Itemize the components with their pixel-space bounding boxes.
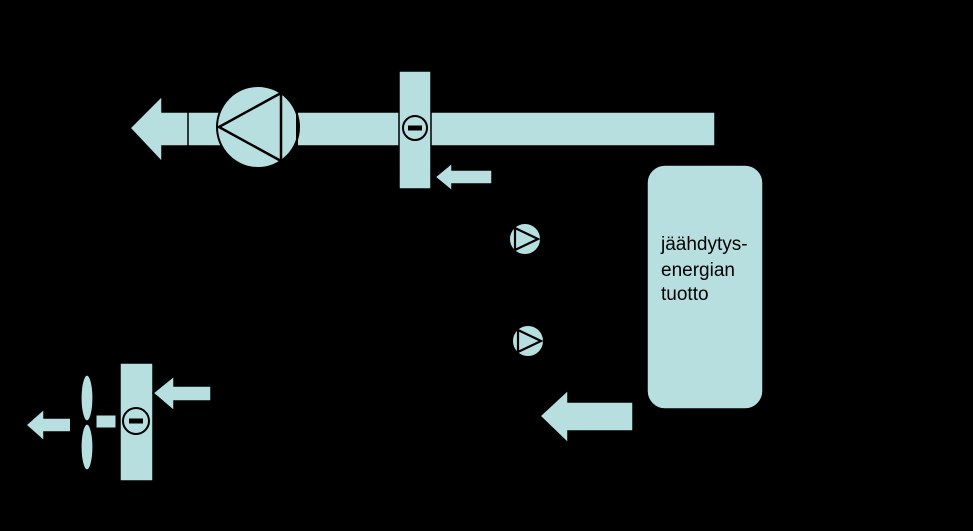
pump-lower-icon bbox=[511, 324, 545, 358]
fan-hub-connector bbox=[95, 414, 117, 429]
exhaust-inflow-arrow-icon bbox=[151, 374, 212, 413]
cooling-unit-label-line-1: jäähdytys- bbox=[660, 234, 748, 255]
cooling-unit-label: jäähdytys- energian tuotto bbox=[660, 234, 753, 305]
cooling-coil-icon bbox=[398, 70, 432, 190]
cooling-unit-box bbox=[646, 164, 764, 410]
supply-outflow-arrow-icon bbox=[128, 94, 189, 164]
cooling-unit-outflow-arrow-icon bbox=[538, 388, 634, 445]
coil-inflow-arrow-icon bbox=[433, 161, 493, 193]
cooling-unit-label-line-2: energian bbox=[661, 260, 735, 281]
cooling-unit-label-line-3: tuotto bbox=[661, 284, 709, 305]
exhaust-fan-icon bbox=[80, 374, 94, 471]
pump-upper-icon bbox=[508, 222, 542, 256]
exhaust-heat-exchanger-icon bbox=[119, 362, 154, 482]
supply-fan-icon bbox=[216, 85, 300, 169]
